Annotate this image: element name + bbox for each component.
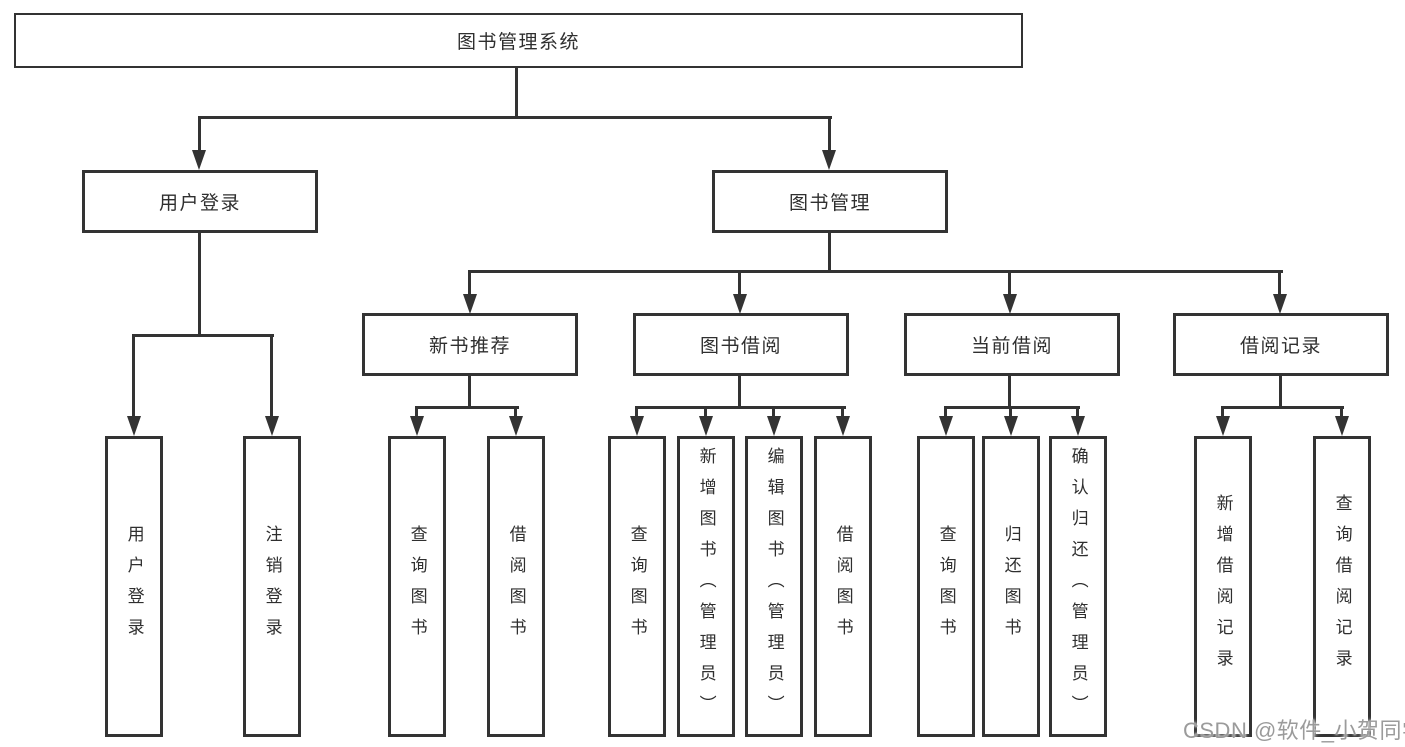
connector-line xyxy=(1340,408,1343,418)
node-leaf-query-books-1-label: 查询图书 xyxy=(407,524,427,649)
connector-line xyxy=(738,376,741,408)
connector-line xyxy=(1009,408,1012,418)
node-leaf-add-borrow-record-label: 新增借阅记录 xyxy=(1213,493,1233,680)
connector-line xyxy=(828,118,831,152)
connector-line xyxy=(738,272,741,296)
node-book-borrowing: 图书借阅 xyxy=(633,313,849,376)
connector-line xyxy=(198,233,201,336)
connector-line xyxy=(468,272,471,296)
arrow-down-icon xyxy=(192,150,206,170)
connector-line xyxy=(635,408,638,418)
node-leaf-add-borrow-record: 新增借阅记录 xyxy=(1194,436,1252,737)
node-leaf-borrow-books-2-label: 借阅图书 xyxy=(833,524,853,649)
node-current-borrowing-label: 当前借阅 xyxy=(970,336,1053,357)
connector-line xyxy=(468,270,1283,273)
connector-line xyxy=(198,118,201,152)
arrow-down-icon xyxy=(836,416,850,436)
arrow-down-icon xyxy=(733,294,747,314)
arrow-down-icon xyxy=(1003,294,1017,314)
node-book-borrowing-label: 图书借阅 xyxy=(699,336,782,357)
connector-line xyxy=(635,406,846,409)
node-root-label: 图书管理系统 xyxy=(456,32,580,53)
node-leaf-query-books-2-label: 查询图书 xyxy=(627,524,647,649)
node-leaf-add-books-admin-label: 新增图书（管理员） xyxy=(696,447,716,726)
node-leaf-query-borrow-record-label: 查询借阅记录 xyxy=(1332,493,1352,680)
node-leaf-edit-books-admin-label: 编辑图书（管理员） xyxy=(764,447,784,726)
arrow-down-icon xyxy=(410,416,424,436)
connector-line xyxy=(704,408,707,418)
connector-line xyxy=(944,408,947,418)
connector-line xyxy=(841,408,844,418)
connector-line xyxy=(132,334,274,337)
node-leaf-return-books-label: 归还图书 xyxy=(1001,524,1021,649)
connector-line xyxy=(132,336,135,418)
arrow-down-icon xyxy=(1216,416,1230,436)
connector-line xyxy=(415,406,519,409)
watermark-text: CSDN @软件_小贺同学 xyxy=(1183,718,1405,743)
connector-line xyxy=(1076,408,1079,418)
arrow-down-icon xyxy=(939,416,953,436)
connector-line xyxy=(828,233,831,272)
node-new-book-recommend: 新书推荐 xyxy=(362,313,578,376)
arrow-down-icon xyxy=(767,416,781,436)
connector-line xyxy=(1278,272,1281,296)
connector-line xyxy=(944,406,1080,409)
node-leaf-query-borrow-record: 查询借阅记录 xyxy=(1313,436,1371,737)
node-current-borrowing: 当前借阅 xyxy=(904,313,1120,376)
arrow-down-icon xyxy=(509,416,523,436)
connector-line xyxy=(198,116,832,119)
node-book-management: 图书管理 xyxy=(712,170,948,233)
connector-line xyxy=(515,68,518,118)
node-leaf-add-books-admin: 新增图书（管理员） xyxy=(677,436,735,737)
connector-line xyxy=(1279,376,1282,408)
node-user-login-label: 用户登录 xyxy=(158,193,241,214)
node-leaf-logout-label: 注销登录 xyxy=(262,524,282,649)
node-leaf-borrow-books-1: 借阅图书 xyxy=(487,436,545,737)
node-leaf-borrow-books-1-label: 借阅图书 xyxy=(506,524,526,649)
arrow-down-icon xyxy=(1071,416,1085,436)
arrow-down-icon xyxy=(699,416,713,436)
arrow-down-icon xyxy=(1273,294,1287,314)
node-leaf-query-books-3-label: 查询图书 xyxy=(936,524,956,649)
arrow-down-icon xyxy=(822,150,836,170)
arrow-down-icon xyxy=(463,294,477,314)
node-leaf-user-login: 用户登录 xyxy=(105,436,163,737)
node-root: 图书管理系统 xyxy=(14,13,1023,68)
arrow-down-icon xyxy=(1335,416,1349,436)
node-new-book-recommend-label: 新书推荐 xyxy=(428,336,511,357)
node-book-management-label: 图书管理 xyxy=(788,193,871,214)
arrow-down-icon xyxy=(265,416,279,436)
node-borrowing-records: 借阅记录 xyxy=(1173,313,1389,376)
arrow-down-icon xyxy=(1004,416,1018,436)
connector-line xyxy=(415,408,418,418)
node-leaf-edit-books-admin: 编辑图书（管理员） xyxy=(745,436,803,737)
connector-line xyxy=(1008,376,1011,408)
node-leaf-return-books: 归还图书 xyxy=(982,436,1040,737)
node-leaf-query-books-1: 查询图书 xyxy=(388,436,446,737)
arrow-down-icon xyxy=(127,416,141,436)
arrow-down-icon xyxy=(630,416,644,436)
node-leaf-confirm-return-admin: 确认归还（管理员） xyxy=(1049,436,1107,737)
connector-line xyxy=(1008,272,1011,296)
node-borrowing-records-label: 借阅记录 xyxy=(1239,336,1322,357)
node-leaf-confirm-return-admin-label: 确认归还（管理员） xyxy=(1068,447,1088,726)
connector-line xyxy=(772,408,775,418)
node-leaf-borrow-books-2: 借阅图书 xyxy=(814,436,872,737)
connector-line xyxy=(514,408,517,418)
connector-line xyxy=(468,376,471,408)
connector-line xyxy=(1221,406,1344,409)
node-leaf-logout: 注销登录 xyxy=(243,436,301,737)
node-leaf-query-books-2: 查询图书 xyxy=(608,436,666,737)
node-user-login: 用户登录 xyxy=(82,170,318,233)
node-leaf-user-login-label: 用户登录 xyxy=(124,524,144,649)
connector-line xyxy=(270,336,273,418)
node-leaf-query-books-3: 查询图书 xyxy=(917,436,975,737)
connector-line xyxy=(1221,408,1224,418)
